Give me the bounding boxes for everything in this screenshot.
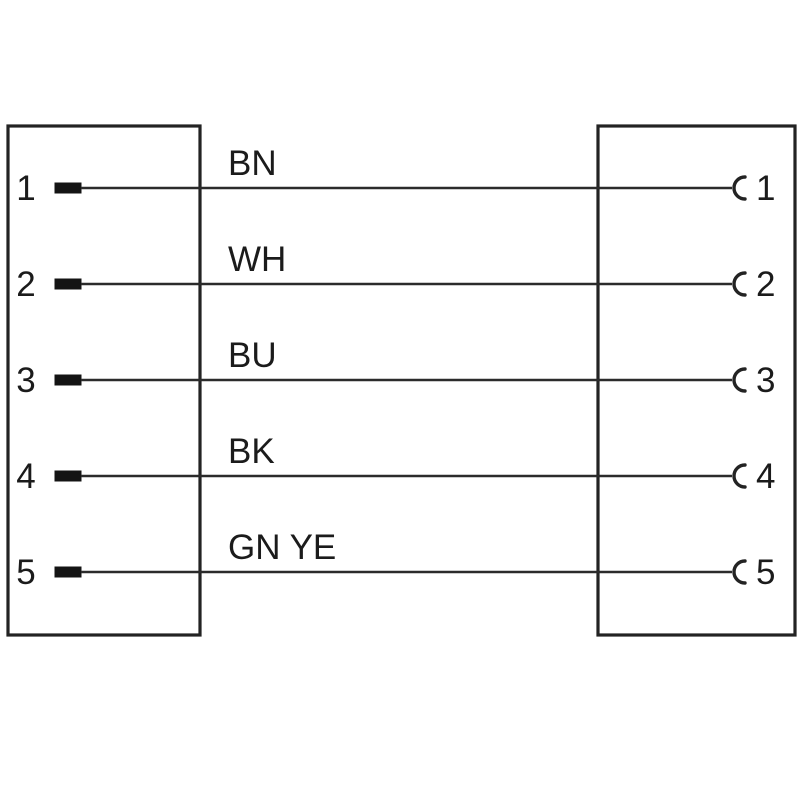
wire-row: 5 5 GN YE — [16, 528, 775, 592]
pin-blade-icon — [54, 566, 82, 578]
wire-row: 1 1 BN — [16, 144, 775, 208]
socket-curve-icon — [732, 463, 747, 489]
wire-label-white: WH — [228, 240, 286, 279]
left-pin-number-3: 3 — [16, 361, 35, 400]
pin-blade-icon — [54, 182, 82, 194]
wire-label-blue: BU — [228, 336, 277, 375]
socket-curve-icon — [732, 559, 747, 585]
pin-blade-icon — [54, 374, 82, 386]
wire-row: 4 4 BK — [16, 432, 775, 496]
wire-label-black: BK — [228, 432, 275, 471]
right-pin-number-4: 4 — [756, 457, 775, 496]
left-pin-number-1: 1 — [16, 169, 35, 208]
wire-label-brown: BN — [228, 144, 277, 183]
pin-blade-icon — [54, 278, 82, 290]
right-pin-number-2: 2 — [756, 265, 775, 304]
socket-curve-icon — [732, 271, 747, 297]
right-pin-number-5: 5 — [756, 553, 775, 592]
socket-curve-icon — [732, 367, 747, 393]
left-pin-number-2: 2 — [16, 265, 35, 304]
wire-label-green-yellow: GN YE — [228, 528, 336, 567]
pin-blade-icon — [54, 470, 82, 482]
right-pin-number-3: 3 — [756, 361, 775, 400]
socket-curve-icon — [732, 175, 747, 201]
right-pin-number-1: 1 — [756, 169, 775, 208]
wire-rows-group: 1 1 BN 2 2 WH 3 3 BU 4 4 BK 5 5 GN YE — [16, 144, 775, 592]
wire-row: 2 2 WH — [16, 240, 775, 304]
left-pin-number-4: 4 — [16, 457, 35, 496]
wire-row: 3 3 BU — [16, 336, 775, 400]
left-pin-number-5: 5 — [16, 553, 35, 592]
